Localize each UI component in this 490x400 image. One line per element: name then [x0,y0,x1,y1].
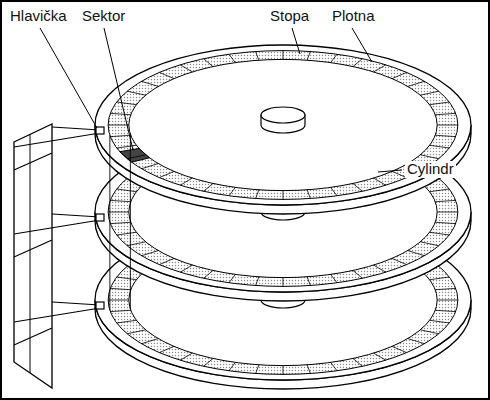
leader-line [104,28,133,150]
cylinder-lines [110,134,130,310]
head-arm [14,127,104,345]
leader-line [352,28,372,62]
platter [95,45,471,214]
part-label: Stopa [268,8,311,25]
actuator [14,124,52,388]
part-label: Hlavička [8,8,69,25]
sector [120,149,150,163]
head [96,127,104,134]
track [108,51,458,200]
leader-line [292,28,300,54]
part-label: Cylindr [405,161,456,178]
leader-lines [40,28,402,172]
part-label: Sektor [80,8,127,25]
leader-line [40,28,97,128]
head [96,214,104,221]
leader-line [378,170,402,172]
part-label: Plotna [330,8,377,25]
head [96,302,104,309]
